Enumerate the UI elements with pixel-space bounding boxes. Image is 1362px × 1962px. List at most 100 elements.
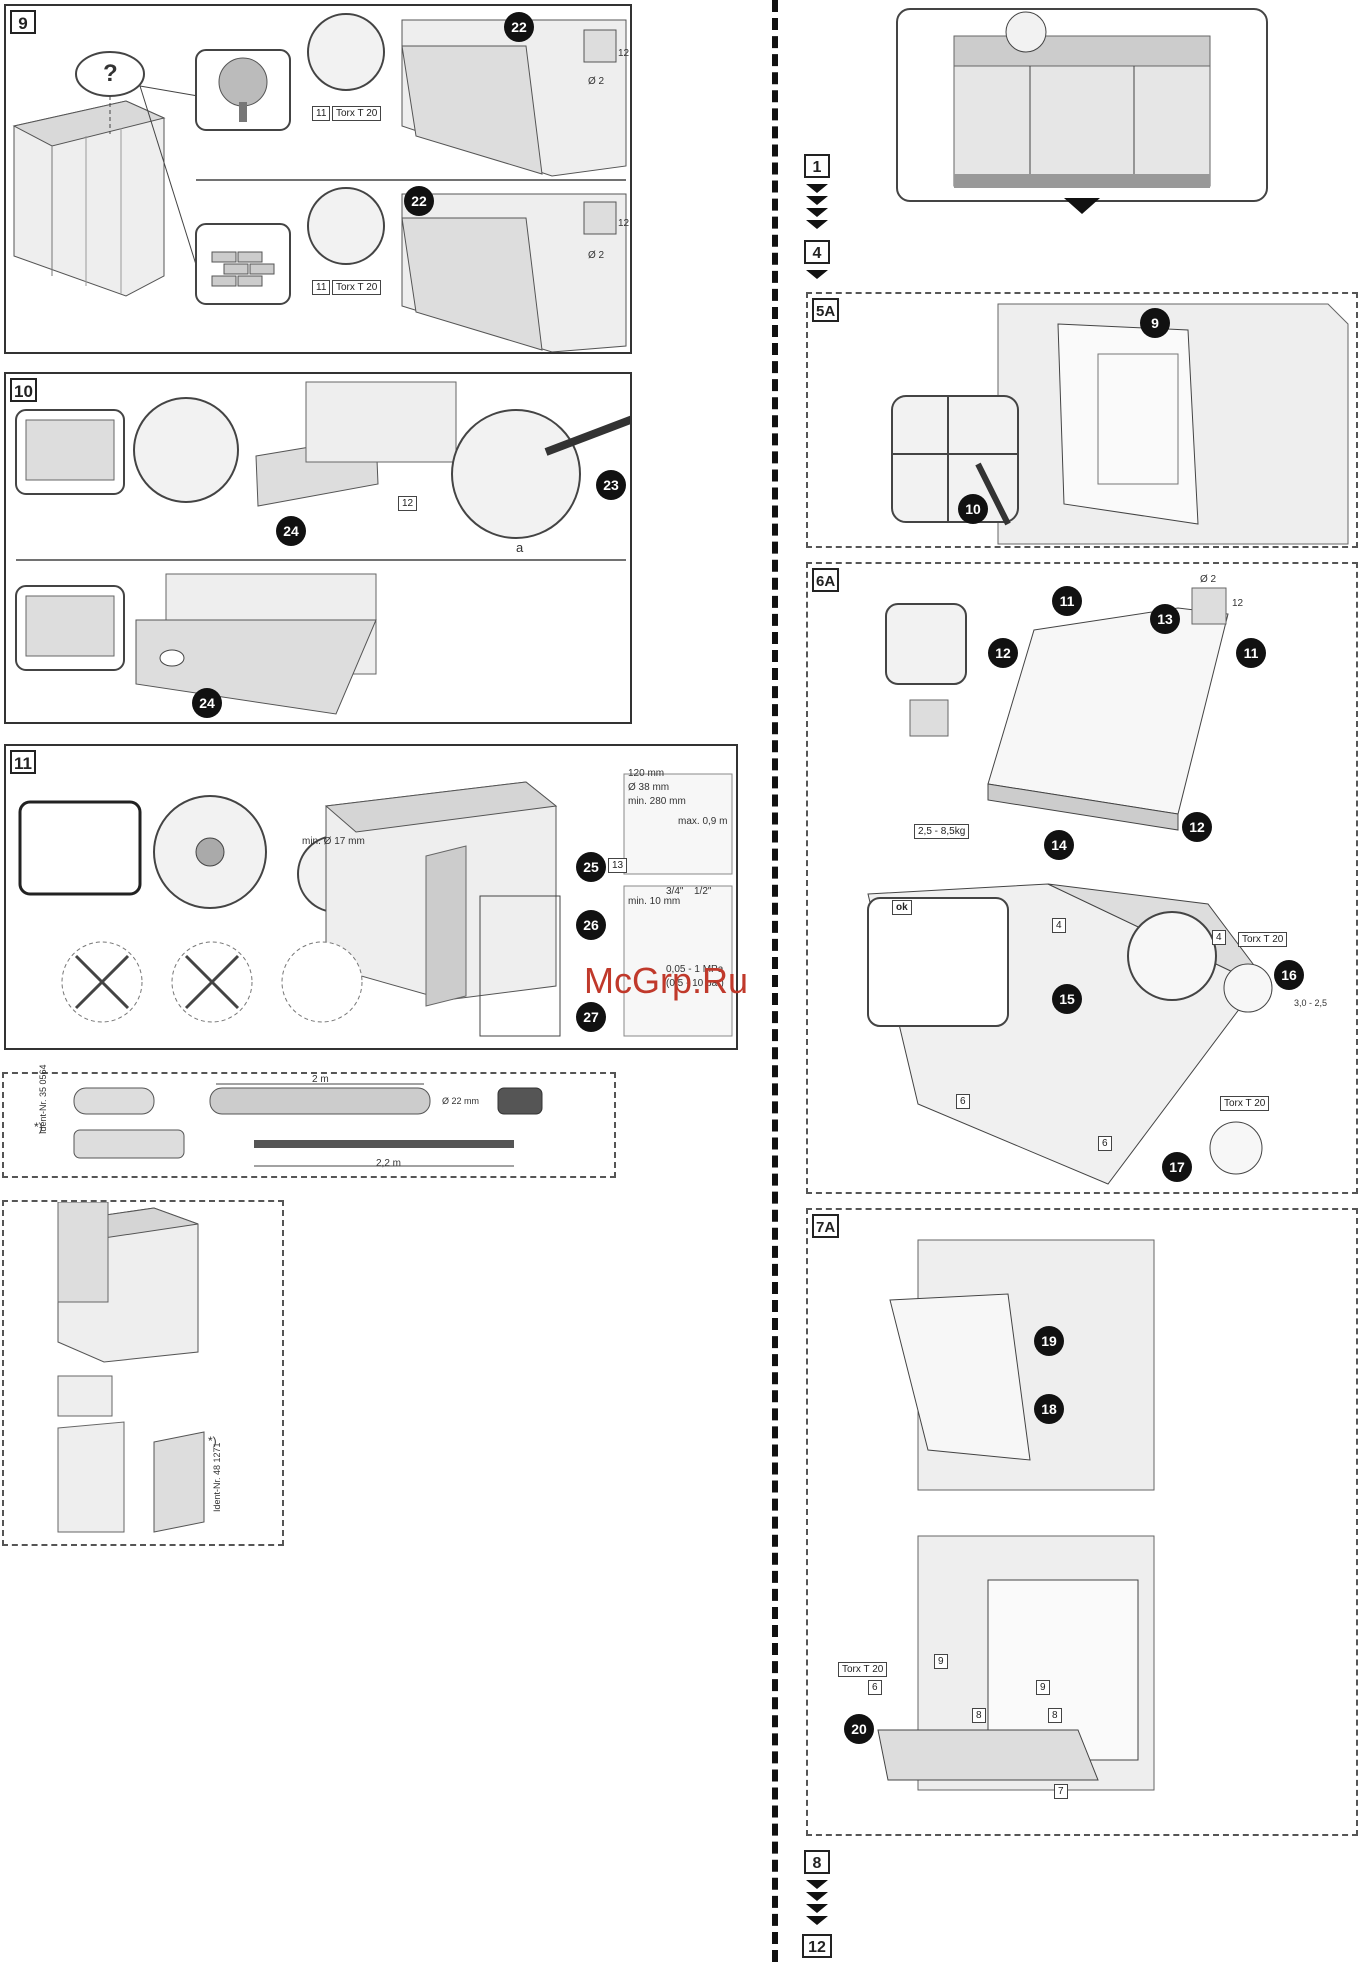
accessories-panel: *) Ident-Nr. 35 0564 2 m 2,2 m Ø 22 mm <box>2 1064 616 1178</box>
callout-27: 27 <box>576 1002 606 1032</box>
step-number: 10 <box>10 378 37 402</box>
page-divider <box>772 0 778 1962</box>
dim-diam: Ø 2 <box>1200 574 1217 585</box>
watermark-text: McGrp.Ru <box>584 960 749 1001</box>
weight-label: 2,5 - 8,5kg <box>914 824 970 839</box>
callout-10: 10 <box>958 494 988 524</box>
dim-3-2-5: 3,0 - 2,5 <box>1294 998 1328 1008</box>
chevron-down-icon <box>806 1892 828 1901</box>
step-number: 7A <box>812 1214 840 1238</box>
torx-label-bottom: Torx T 20 <box>332 280 382 295</box>
step-6a-illustration <box>867 587 1273 1185</box>
ok-label: ok <box>892 900 912 915</box>
question-mark: ? <box>103 60 118 87</box>
ident-nr-2: Ident-Nr. 48 1271 <box>212 1442 222 1512</box>
step-12-box: 12 <box>802 1934 832 1958</box>
step-number: 6A <box>812 568 840 592</box>
callout-15: 15 <box>1052 984 1082 1014</box>
len-2m: 2 m <box>312 1074 329 1085</box>
step-5a-panel: 5A 9 10 <box>806 292 1358 548</box>
callout-24-top: 24 <box>276 516 306 546</box>
step-number: 9 <box>10 10 36 34</box>
callout-22-bottom: 22 <box>404 186 434 216</box>
step-4-box: 4 <box>804 240 830 264</box>
ref-8-b: 8 <box>1048 1708 1062 1723</box>
star-note-side: *) <box>208 1434 217 1448</box>
ident-nr-1: Ident-Nr. 35 0564 <box>38 1064 48 1134</box>
overview-frame <box>896 8 1268 202</box>
ref-7: 7 <box>1054 1784 1068 1799</box>
step-10-panel: 10 23 24 24 12 a <box>4 372 632 724</box>
dim-12: 12 <box>1232 598 1244 609</box>
dim-diam-top: Ø 2 <box>588 76 605 87</box>
step-7a-panel: 7A 19 18 20 Torx T 20 6 7 8 8 9 9 <box>806 1208 1358 1836</box>
callout-16: 16 <box>1274 960 1304 990</box>
callout-22-top: 22 <box>504 12 534 42</box>
diam-22mm: Ø 22 mm <box>442 1096 480 1106</box>
torx-label: Torx T 20 <box>838 1662 888 1677</box>
callout-26: 26 <box>576 910 606 940</box>
ref-12: 12 <box>398 496 418 511</box>
dim-a: a <box>516 540 524 555</box>
dim-120mm: 120 mm <box>628 768 665 779</box>
callout-11-left: 11 <box>1052 586 1082 616</box>
torx-label-top: Torx T 20 <box>332 106 382 121</box>
dim-12-top: 12 <box>618 48 630 59</box>
step-8-box: 8 <box>804 1850 830 1874</box>
chevron-down-icon <box>806 1880 828 1889</box>
callout-12-left: 12 <box>988 638 1018 668</box>
dim-min10: min. 10 mm <box>628 896 681 907</box>
hoses-illustration <box>73 1083 543 1167</box>
thread-12: 1/2" <box>694 886 712 897</box>
step-9-illustration <box>12 13 627 352</box>
thread-34: 3/4" <box>666 886 684 897</box>
torx-label-a: Torx T 20 <box>1238 932 1288 947</box>
pressure-mpa: 0,05 - 1 MPa <box>666 964 724 975</box>
ref-9-b: 9 <box>1036 1680 1050 1695</box>
overview-pointer <box>1064 198 1100 214</box>
callout-13: 13 <box>1150 604 1180 634</box>
pressure-bar: (0,5 - 10 bar) <box>666 978 724 989</box>
chevron-down-icon <box>806 270 828 279</box>
side-kit-illustration <box>57 1202 205 1533</box>
screw-ref-11-top: 11 <box>312 106 331 121</box>
step-11-panel: 11 25 26 27 13 120 mm Ø 38 mm min. 280 m… <box>4 744 738 1050</box>
callout-11-right: 11 <box>1236 638 1266 668</box>
step-11-illustration <box>18 773 733 1037</box>
callout-17: 17 <box>1162 1152 1192 1182</box>
ref-4-a: 4 <box>1052 918 1066 933</box>
callout-25: 25 <box>576 852 606 882</box>
ref-9-a: 9 <box>934 1654 948 1669</box>
callout-24-bottom: 24 <box>192 688 222 718</box>
callout-12-right: 12 <box>1182 812 1212 842</box>
callout-18: 18 <box>1034 1394 1064 1424</box>
ref-4-b: 4 <box>1212 930 1226 945</box>
chevron-down-icon <box>806 1904 828 1913</box>
step-1-box: 1 <box>804 154 830 178</box>
chevron-down-icon <box>806 220 828 229</box>
ref-6: 6 <box>868 1680 882 1695</box>
side-kit-panel: *) Ident-Nr. 48 1271 <box>2 1200 284 1546</box>
overview-illustration <box>953 11 1211 188</box>
chevron-down-icon <box>806 184 828 193</box>
chevron-down-icon <box>806 196 828 205</box>
dim-38mm: Ø 38 mm <box>628 782 670 793</box>
torx-label-b: Torx T 20 <box>1220 1096 1270 1111</box>
callout-19: 19 <box>1034 1326 1064 1356</box>
step-9-panel: 9 ? 22 2 <box>4 4 632 354</box>
ref-13: 13 <box>608 858 628 873</box>
star-note: *) <box>34 1120 43 1134</box>
callout-14: 14 <box>1044 830 1074 860</box>
step-number: 5A <box>812 298 840 322</box>
dim-12-bottom: 12 <box>618 218 630 229</box>
chevron-down-icon <box>806 1916 828 1925</box>
len-2-2m: 2,2 m <box>376 1158 402 1169</box>
step-5a-illustration <box>891 303 1349 545</box>
step-number: 11 <box>10 750 36 774</box>
dim-min280: min. 280 mm <box>628 796 686 807</box>
step-10-illustration <box>15 381 630 715</box>
ref-6-b: 6 <box>1098 1136 1112 1151</box>
dim-max09: max. 0,9 m <box>678 816 728 827</box>
screw-ref-11-bottom: 11 <box>312 280 331 295</box>
dim-min17: min. Ø 17 mm <box>302 836 365 847</box>
